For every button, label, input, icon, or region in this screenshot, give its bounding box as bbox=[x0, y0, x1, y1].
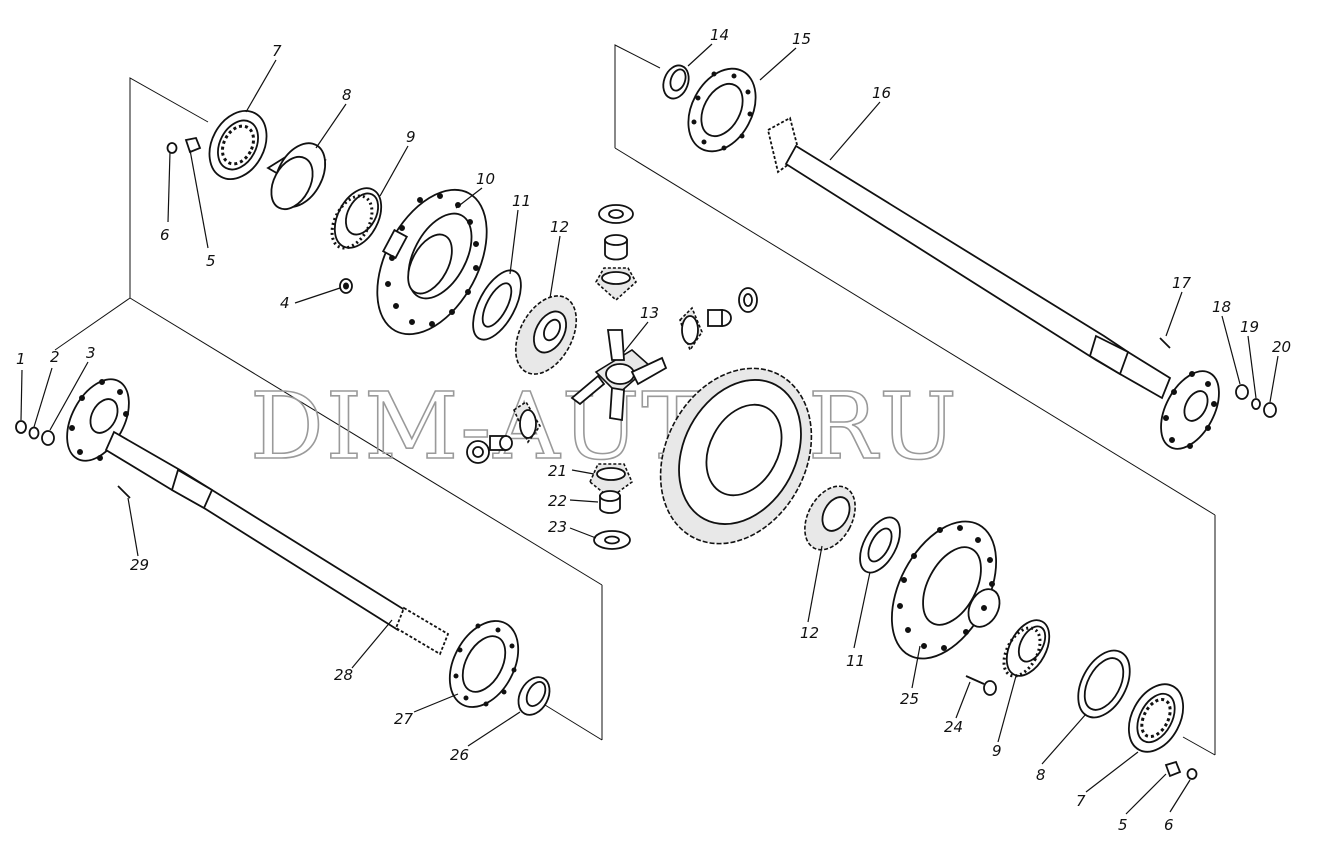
label-17: 17 bbox=[1172, 274, 1192, 292]
part-11-washer-lower bbox=[859, 516, 901, 574]
part-17-stud-right bbox=[1159, 337, 1171, 349]
label-15: 15 bbox=[792, 30, 811, 48]
label-28: 28 bbox=[334, 666, 353, 684]
pinion-sleeve-right bbox=[707, 309, 732, 327]
pinion-gear-top bbox=[594, 267, 638, 302]
part-14-seal-right bbox=[662, 64, 690, 100]
label-10: 10 bbox=[476, 170, 495, 188]
label-6-upper: 6 bbox=[160, 226, 170, 244]
label-9-lower: 9 bbox=[992, 742, 1002, 760]
part-22-sleeve bbox=[599, 490, 621, 514]
pinion-sleeve-left bbox=[489, 435, 513, 451]
part-27-gasket-left bbox=[448, 620, 520, 708]
label-18: 18 bbox=[1212, 298, 1231, 316]
part-9-bearing-upper bbox=[330, 187, 383, 250]
label-13: 13 bbox=[640, 304, 659, 322]
part-7-bearing-lower bbox=[1127, 683, 1185, 753]
label-25: 25 bbox=[900, 690, 919, 708]
part-26-seal-left bbox=[517, 676, 551, 716]
label-19: 19 bbox=[1240, 318, 1259, 336]
part-9-bearing-lower bbox=[1002, 619, 1051, 678]
label-4: 4 bbox=[280, 294, 290, 312]
part-5-lock-plate-lower bbox=[1164, 760, 1182, 778]
part-5-lock-plate-upper bbox=[184, 136, 202, 154]
part-6-bolt-lower bbox=[1186, 768, 1198, 780]
label-1: 1 bbox=[16, 350, 26, 368]
label-3: 3 bbox=[86, 344, 96, 362]
label-20: 20 bbox=[1272, 338, 1291, 356]
pinion-washer-right bbox=[738, 287, 758, 313]
part-8-ring-lower bbox=[1077, 649, 1131, 719]
watermark-text: DIM-AUTO.RU bbox=[250, 373, 959, 480]
part-7-bearing-upper bbox=[208, 110, 268, 180]
label-7-upper: 7 bbox=[272, 42, 282, 60]
label-26: 26 bbox=[450, 746, 469, 764]
label-16: 16 bbox=[872, 84, 891, 102]
part-10-differential-housing bbox=[376, 188, 488, 336]
part-1-nut-left bbox=[15, 420, 27, 434]
part-2-lock-washer-left bbox=[28, 426, 40, 440]
pinion-sleeve-top bbox=[604, 234, 628, 261]
label-27: 27 bbox=[394, 710, 414, 728]
pinion-gear-left bbox=[512, 400, 541, 444]
part-labels: 1 2 3 4 5 6 7 8 9 10 11 12 13 14 15 16 1… bbox=[16, 26, 1291, 834]
label-12-lower: 12 bbox=[800, 624, 819, 642]
part-6-bolt-upper bbox=[166, 142, 178, 154]
part-13-spider-cross bbox=[570, 329, 668, 422]
part-12-side-gear-upper bbox=[514, 295, 578, 375]
part-25-differential-housing bbox=[890, 520, 1001, 660]
label-11-upper: 11 bbox=[512, 192, 531, 210]
label-23: 23 bbox=[548, 518, 567, 536]
part-3-washer-left bbox=[41, 430, 55, 446]
pinion-gear-right bbox=[679, 306, 703, 352]
label-5-upper: 5 bbox=[206, 252, 216, 270]
label-21: 21 bbox=[548, 462, 567, 480]
part-20-nut-right bbox=[1263, 402, 1277, 418]
part-23-washer bbox=[593, 530, 631, 550]
label-22: 22 bbox=[548, 492, 567, 510]
part-28-axle-shaft-left bbox=[66, 378, 450, 656]
part-18-washer-right bbox=[1235, 384, 1249, 400]
part-4-nut bbox=[339, 278, 353, 294]
label-6-lower: 6 bbox=[1164, 816, 1174, 834]
label-8-lower: 8 bbox=[1036, 766, 1046, 784]
part-11-washer-upper bbox=[472, 269, 522, 341]
part-12-side-gear-lower bbox=[804, 485, 856, 551]
label-2: 2 bbox=[50, 348, 60, 366]
label-7-lower: 7 bbox=[1076, 792, 1086, 810]
part-24-bolt bbox=[965, 675, 997, 696]
label-5-lower: 5 bbox=[1118, 816, 1128, 834]
part-19-lock-washer-right bbox=[1251, 398, 1261, 410]
label-24: 24 bbox=[944, 718, 963, 736]
part-8-ring-upper bbox=[266, 142, 327, 211]
label-12-upper: 12 bbox=[550, 218, 569, 236]
label-8-upper: 8 bbox=[342, 86, 352, 104]
part-29-stud-left bbox=[117, 485, 131, 499]
label-29: 29 bbox=[130, 556, 149, 574]
part-16-axle-shaft-right bbox=[766, 116, 1220, 450]
leader-lines bbox=[20, 43, 1279, 815]
pinion-washer-left bbox=[466, 440, 490, 464]
label-9-upper: 9 bbox=[406, 128, 416, 146]
frame-lines bbox=[54, 44, 1216, 756]
part-15-gasket-right bbox=[687, 67, 757, 153]
main-ring-gear bbox=[659, 367, 813, 545]
label-14: 14 bbox=[710, 26, 729, 44]
pinion-washer-top bbox=[598, 204, 634, 224]
label-11-lower: 11 bbox=[846, 652, 865, 670]
